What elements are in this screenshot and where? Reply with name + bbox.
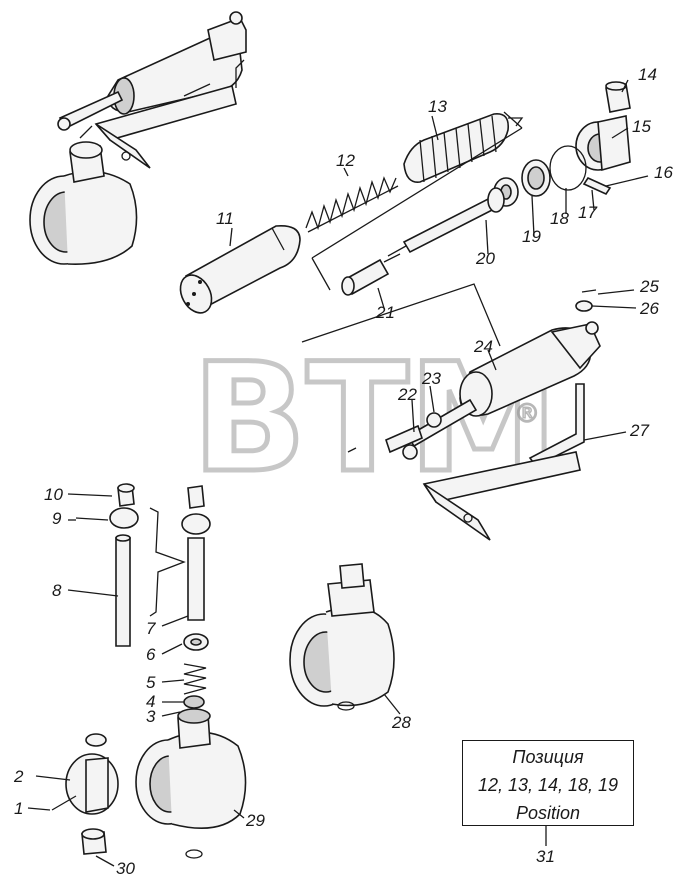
callout-5: 5 bbox=[146, 673, 156, 692]
position-note-box: Позиция 12, 13, 14, 18, 19 Position bbox=[462, 740, 634, 826]
position-note-title-ru: Позиция bbox=[512, 747, 584, 767]
callout-2: 2 bbox=[13, 767, 24, 786]
callout-15: 15 bbox=[632, 117, 651, 136]
callout-13: 13 bbox=[428, 97, 447, 116]
part-5-spring bbox=[183, 663, 207, 695]
callout-1: 1 bbox=[14, 799, 23, 818]
part-17-ring bbox=[549, 145, 587, 191]
callout-24: 24 bbox=[473, 337, 493, 356]
group-bracket-11-21 bbox=[311, 111, 523, 291]
part-15-end-cap bbox=[575, 115, 631, 172]
callout-29: 29 bbox=[245, 811, 265, 830]
callout-numbers: 1 2 3 4 5 6 7 8 9 10 11 12 13 14 15 16 1… bbox=[13, 65, 673, 878]
callout-17: 17 bbox=[578, 203, 597, 222]
watermark-registered-mark: ® bbox=[514, 399, 540, 429]
part-29-valve-body bbox=[135, 708, 247, 859]
part-23-nut bbox=[426, 412, 442, 428]
callout-30: 30 bbox=[116, 859, 135, 878]
part-21-sleeve bbox=[341, 253, 401, 296]
callout-28: 28 bbox=[391, 713, 411, 732]
callout-14: 14 bbox=[638, 65, 657, 84]
callout-20: 20 bbox=[475, 249, 495, 268]
callout-23: 23 bbox=[421, 369, 441, 388]
part-27-rod-bracket bbox=[422, 383, 585, 541]
callout-12: 12 bbox=[336, 151, 355, 170]
callout-22: 22 bbox=[397, 385, 417, 404]
top-assembly bbox=[29, 11, 247, 265]
callout-9: 9 bbox=[52, 509, 62, 528]
part-12-spring bbox=[305, 176, 399, 233]
part-9-pin bbox=[75, 517, 109, 521]
callout-25: 25 bbox=[639, 277, 659, 296]
callout-3: 3 bbox=[146, 707, 156, 726]
callout-26: 26 bbox=[639, 299, 659, 318]
small-mark bbox=[347, 447, 357, 453]
callout-19: 19 bbox=[522, 227, 541, 246]
callout-10: 10 bbox=[44, 485, 63, 504]
part-11-barrel bbox=[179, 224, 301, 314]
part-7-rod bbox=[149, 485, 211, 621]
callout-11: 11 bbox=[216, 209, 234, 228]
part-10-head bbox=[117, 483, 135, 507]
callout-21: 21 bbox=[375, 303, 395, 322]
callout-7: 7 bbox=[146, 619, 156, 638]
part-13-spring bbox=[403, 113, 524, 183]
callout-31: 31 bbox=[536, 847, 555, 866]
part-6-washer bbox=[183, 633, 209, 651]
part-24-cylinder bbox=[402, 321, 601, 460]
callout-4: 4 bbox=[146, 692, 155, 711]
part-1-screw bbox=[51, 795, 77, 811]
part-2-lever bbox=[65, 733, 119, 815]
callout-18: 18 bbox=[550, 209, 569, 228]
leader-lines bbox=[27, 79, 649, 867]
part-25-pin bbox=[581, 289, 597, 293]
callout-27: 27 bbox=[629, 421, 649, 440]
assembly-pointer bbox=[301, 283, 501, 347]
part-26-washer bbox=[575, 300, 593, 312]
position-note-numbers: 12, 13, 14, 18, 19 bbox=[477, 775, 619, 795]
part-4-nut bbox=[183, 695, 205, 709]
part-14-bushing bbox=[605, 81, 631, 113]
callout-8: 8 bbox=[52, 581, 62, 600]
part-20-piston-rod bbox=[387, 187, 505, 257]
callout-16: 16 bbox=[654, 163, 673, 182]
part-30-cap bbox=[81, 828, 107, 855]
position-note-title-en: Position bbox=[515, 803, 581, 823]
part-22-clevis bbox=[385, 424, 423, 454]
part-16-pin bbox=[582, 176, 612, 196]
part-28-valve-body bbox=[289, 563, 395, 711]
part-18-seal bbox=[521, 159, 551, 197]
part-8-rod bbox=[109, 507, 139, 647]
callout-6: 6 bbox=[146, 645, 156, 664]
